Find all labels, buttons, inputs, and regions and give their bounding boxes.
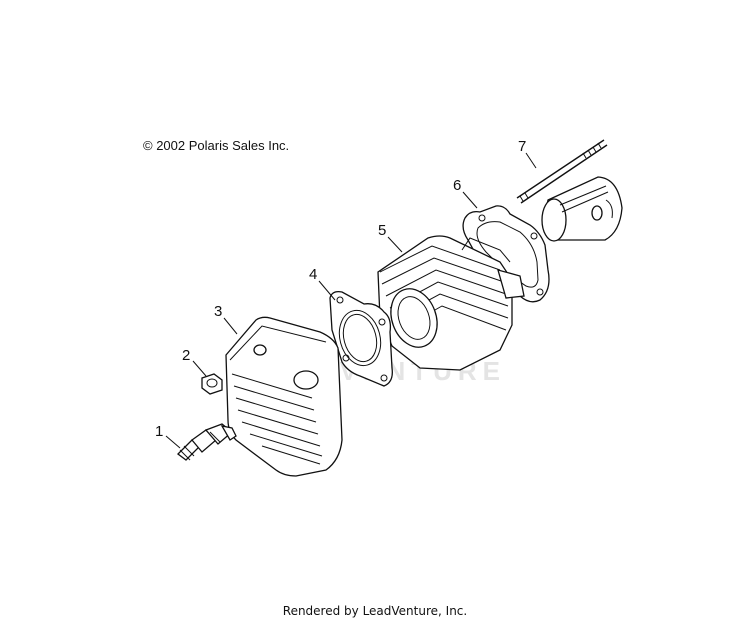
callout-1[interactable]: 1 xyxy=(155,423,163,440)
callout-6[interactable]: 6 xyxy=(453,177,461,194)
piston-part[interactable] xyxy=(541,176,623,242)
callout-7[interactable]: 7 xyxy=(518,138,526,155)
callout-4[interactable]: 4 xyxy=(309,266,317,283)
callout-3[interactable]: 3 xyxy=(214,303,222,320)
copyright-text: © 2002 Polaris Sales Inc. xyxy=(143,138,290,153)
spark-plug-part[interactable] xyxy=(177,423,237,461)
footer-text: Rendered by LeadVenture, Inc. xyxy=(282,604,468,618)
callout-5[interactable]: 5 xyxy=(378,222,386,239)
cylinder-part[interactable] xyxy=(377,235,525,371)
nut-part[interactable] xyxy=(201,373,223,395)
stud-part[interactable] xyxy=(516,139,608,204)
head-gasket-part[interactable] xyxy=(329,290,393,387)
callout-2[interactable]: 2 xyxy=(182,347,190,364)
cylinder-head-part[interactable] xyxy=(225,316,343,477)
